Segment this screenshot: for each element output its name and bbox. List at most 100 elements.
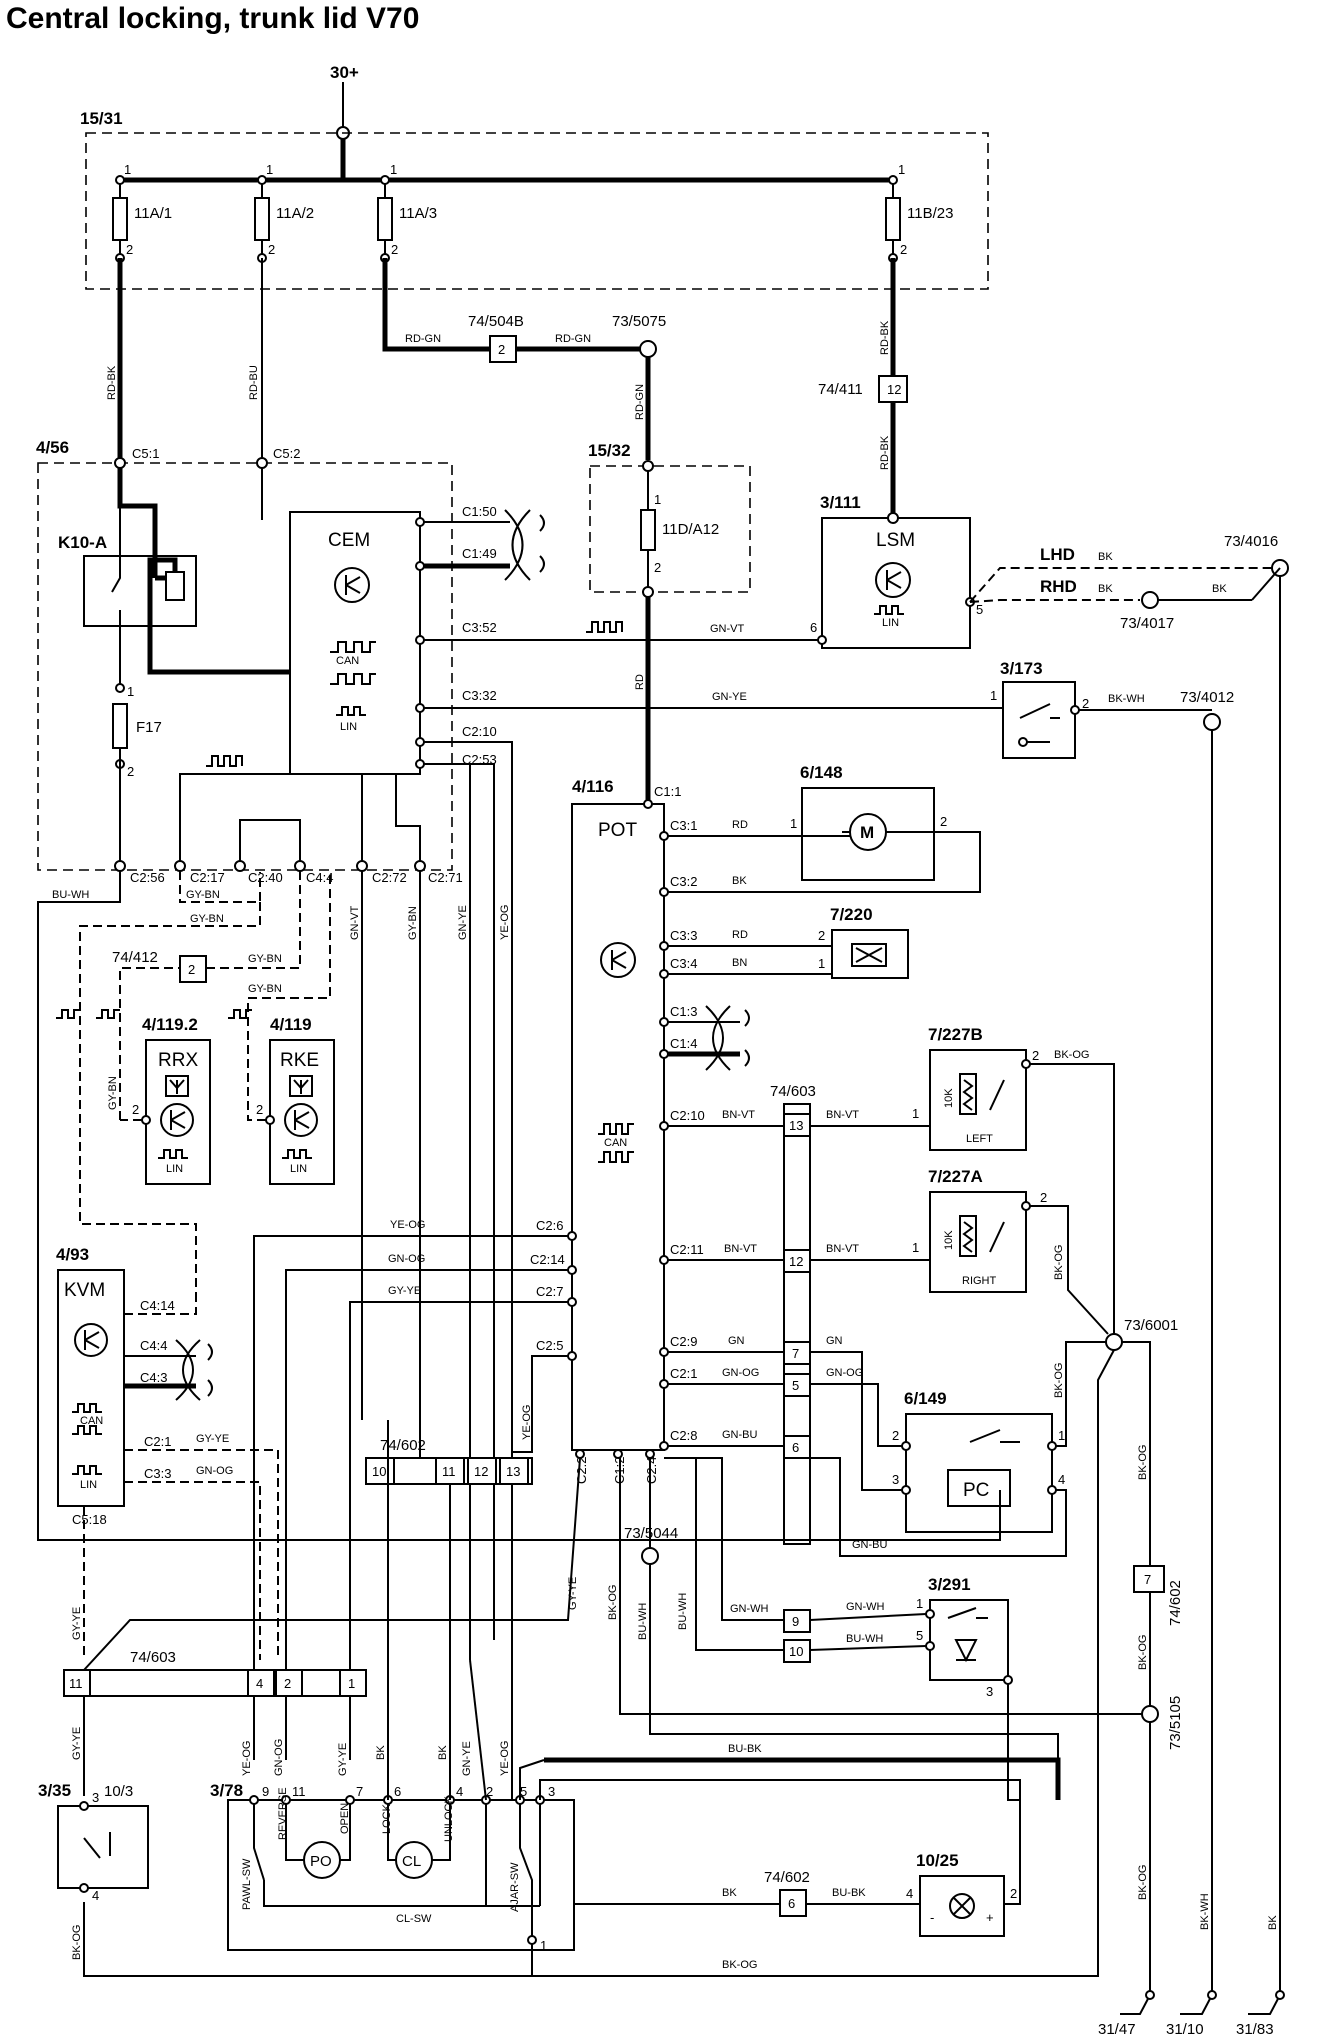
- splice-73-6001-label: 73/6001: [1124, 1317, 1178, 1334]
- pc-6-149-label: 6/149: [904, 1389, 947, 1408]
- svg-text:C2:56: C2:56: [130, 870, 165, 885]
- cem-bottom-connectors: C2:56 C2:17 C2:40 C4:4 C2:72 C2:71: [114, 860, 463, 885]
- svg-text:C2:10: C2:10: [670, 1108, 705, 1123]
- svg-text:RD-GN: RD-GN: [634, 384, 646, 420]
- svg-text:31/10: 31/10: [1166, 2021, 1204, 2038]
- relay-k10a-label: K10-A: [58, 533, 107, 552]
- svg-text:GN-OG: GN-OG: [722, 1367, 759, 1379]
- svg-text:LIN: LIN: [80, 1479, 97, 1491]
- svg-text:2: 2: [284, 1676, 291, 1691]
- pot-pins: C3:1 C3:2 C3:3 C3:4 C1:3 C1:4 C2:10 C2:1…: [659, 818, 705, 1451]
- svg-text:4: 4: [906, 1886, 913, 1901]
- svg-text:7: 7: [1144, 1572, 1151, 1587]
- pot-module-label: POT: [598, 820, 637, 841]
- rrx-id-label: 4/119.2: [142, 1015, 198, 1034]
- fuse-f17: [112, 703, 128, 749]
- lsm-id-label: 3/111: [820, 493, 861, 512]
- svg-text:4: 4: [92, 1888, 99, 1903]
- svg-text:-: -: [930, 1910, 934, 1925]
- svg-text:GN-OG: GN-OG: [273, 1739, 285, 1776]
- svg-text:CAN: CAN: [604, 1137, 627, 1149]
- svg-text:GN: GN: [826, 1335, 843, 1347]
- svg-text:GY-BN: GY-BN: [248, 953, 282, 965]
- svg-text:2: 2: [654, 560, 661, 575]
- svg-text:2: 2: [188, 962, 195, 977]
- svg-text:RD-BU: RD-BU: [248, 365, 260, 400]
- fuse-11d-a12-label: 11D/A12: [662, 521, 719, 538]
- svg-text:2: 2: [940, 814, 947, 829]
- svg-text:1: 1: [266, 162, 273, 177]
- svg-text:C4:3: C4:3: [140, 1370, 167, 1385]
- lock-unit-label: 3/78: [210, 1781, 243, 1800]
- svg-text:2: 2: [126, 242, 133, 257]
- svg-text:10K: 10K: [943, 1088, 955, 1108]
- switch-3-173-label: 3/173: [1000, 659, 1043, 678]
- svg-text:+: +: [986, 1910, 994, 1925]
- pot-twisted-pair-icon: [705, 1005, 731, 1071]
- svg-text:1: 1: [540, 1938, 547, 1953]
- connector-74-603-right-label: 74/603: [770, 1083, 816, 1100]
- svg-text:10: 10: [372, 1464, 386, 1479]
- svg-text:2: 2: [132, 1102, 139, 1117]
- fusebox-15-32: [589, 465, 751, 593]
- svg-text:3: 3: [986, 1684, 993, 1699]
- sensor-7-227b-label: 7/227B: [928, 1025, 983, 1044]
- svg-text:C1:50: C1:50: [462, 504, 497, 519]
- svg-text:GY-YE: GY-YE: [388, 1285, 421, 1297]
- svg-text:C3:2: C3:2: [670, 874, 697, 889]
- svg-text:BU-WH: BU-WH: [677, 1593, 689, 1630]
- connector-74-602-lamp-label: 74/602: [764, 1869, 810, 1886]
- svg-text:BU-WH: BU-WH: [637, 1603, 649, 1640]
- svg-text:31/47: 31/47: [1098, 2021, 1136, 2038]
- svg-text:GY-BN: GY-BN: [190, 913, 224, 925]
- svg-text:3: 3: [892, 1472, 899, 1487]
- svg-text:2: 2: [268, 242, 275, 257]
- svg-text:BK: BK: [722, 1887, 737, 1899]
- svg-text:2: 2: [486, 1784, 493, 1799]
- svg-text:C5:18: C5:18: [72, 1512, 107, 1527]
- svg-text:PO: PO: [310, 1853, 332, 1870]
- svg-text:BU-BK: BU-BK: [728, 1743, 762, 1755]
- svg-text:C2:9: C2:9: [670, 1334, 697, 1349]
- svg-text:GN-OG: GN-OG: [388, 1253, 425, 1265]
- svg-text:C1:49: C1:49: [462, 546, 497, 561]
- svg-text:2: 2: [1082, 696, 1089, 711]
- lamp-10-25-label: 10/25: [916, 1851, 959, 1870]
- svg-text:YE-OG: YE-OG: [390, 1219, 425, 1231]
- svg-text:GN-YE: GN-YE: [457, 905, 469, 940]
- svg-text:12: 12: [789, 1254, 803, 1269]
- svg-text:2: 2: [498, 342, 505, 357]
- svg-text:11A/3: 11A/3: [399, 205, 437, 222]
- svg-text:BK-WH: BK-WH: [1108, 693, 1145, 705]
- svg-text:11: 11: [69, 1676, 83, 1691]
- svg-text:GN-WH: GN-WH: [846, 1601, 885, 1613]
- pc-module-label: PC: [963, 1480, 989, 1501]
- svg-text:5: 5: [916, 1628, 923, 1643]
- svg-text:AJAR-SW: AJAR-SW: [509, 1862, 521, 1912]
- svg-text:BK: BK: [1267, 1915, 1279, 1930]
- connector-74-411-label: 74/411: [818, 381, 863, 398]
- svg-text:6: 6: [394, 1784, 401, 1799]
- switch-3-35: [57, 1805, 149, 1889]
- svg-text:C4:4: C4:4: [306, 870, 333, 885]
- svg-text:1: 1: [912, 1240, 919, 1255]
- svg-text:2: 2: [391, 242, 398, 257]
- svg-text:GN-BU: GN-BU: [722, 1429, 758, 1441]
- svg-text:BN: BN: [732, 957, 747, 969]
- svg-text:C4:4: C4:4: [140, 1338, 167, 1353]
- svg-text:RD-BK: RD-BK: [106, 365, 118, 400]
- svg-text:1: 1: [1058, 1428, 1065, 1443]
- splice-73-5105: [1141, 1705, 1159, 1723]
- switch-3-35-ref: 10/3: [104, 1783, 133, 1800]
- svg-text:C3:3: C3:3: [144, 1466, 171, 1481]
- svg-text:9: 9: [792, 1614, 799, 1629]
- svg-text:CAN: CAN: [336, 655, 359, 667]
- svg-text:GY-YE: GY-YE: [567, 1577, 579, 1610]
- ground-31-10: 31/10: [1166, 1990, 1217, 2038]
- svg-text:CL-SW: CL-SW: [396, 1913, 432, 1925]
- svg-text:GN-OG: GN-OG: [196, 1465, 233, 1477]
- svg-text:BU-BK: BU-BK: [832, 1887, 866, 1899]
- splice-73-5075: [639, 340, 657, 358]
- svg-text:13: 13: [506, 1464, 520, 1479]
- svg-text:BK: BK: [1098, 551, 1113, 563]
